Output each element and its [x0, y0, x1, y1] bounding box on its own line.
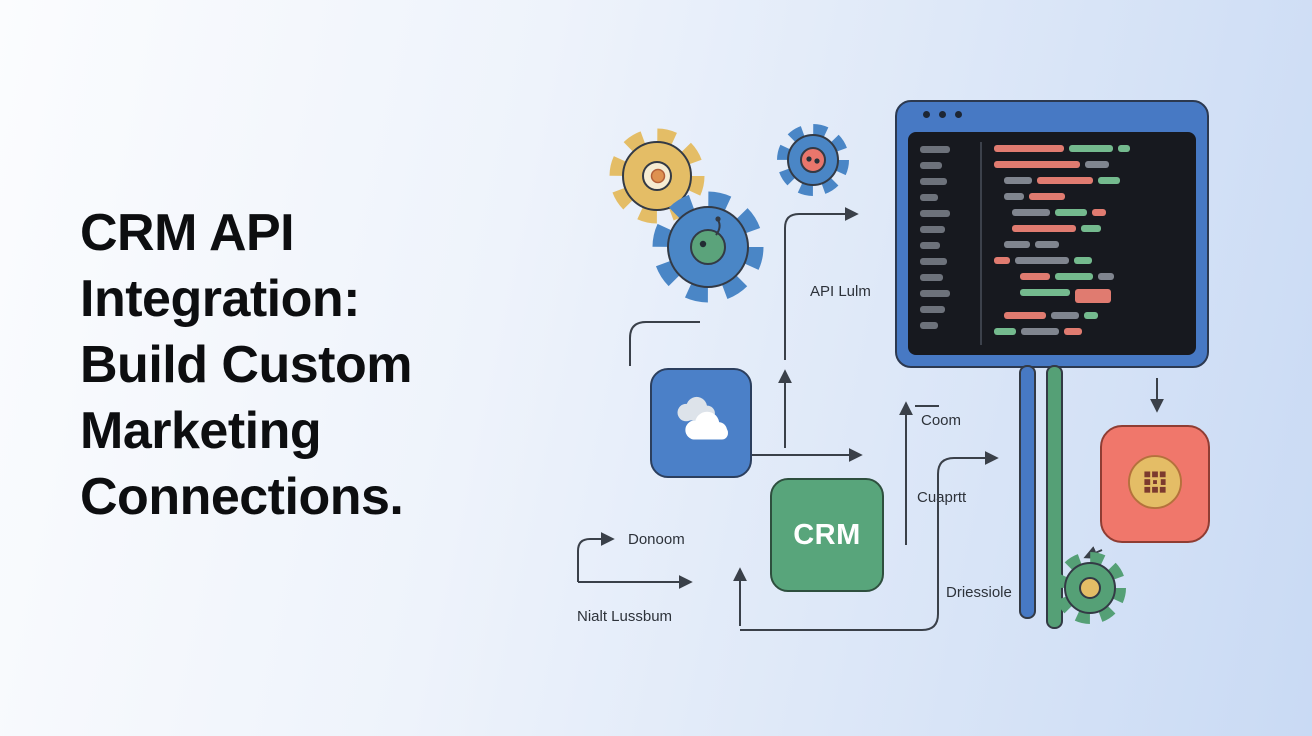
code-token-bar [1098, 177, 1120, 184]
code-token-bar [1004, 193, 1024, 200]
gutter-bar [920, 322, 938, 329]
cloud-icon [677, 396, 728, 440]
window-dot [923, 111, 930, 118]
code-token-bar [1118, 145, 1130, 152]
label-cuaprtt: Cuaprtt [917, 489, 967, 506]
headline-line: CRM API [80, 204, 295, 262]
crm-box: CRM [770, 478, 884, 592]
code-line [1004, 177, 1188, 184]
cable-leg-blue [1019, 365, 1036, 619]
gutter-bar [920, 242, 940, 249]
code-line [1004, 241, 1188, 248]
code-token-bar [1004, 177, 1032, 184]
code-token-bar [1092, 209, 1106, 216]
code-line [1012, 209, 1188, 216]
gutter-bar [920, 146, 950, 153]
code-token-bar [1004, 312, 1046, 319]
pixel-chip-icon [1128, 455, 1182, 510]
code-token-bar [994, 161, 1080, 168]
label-donoom: Donoom [628, 531, 685, 548]
code-lines [982, 132, 1196, 355]
window-dots-icon [923, 111, 962, 118]
code-token-bar [1015, 257, 1069, 264]
code-token-bar [1012, 209, 1050, 216]
gutter-bar [920, 210, 950, 217]
cloud-service-box [650, 368, 752, 478]
code-line [994, 328, 1188, 335]
gutter-bar [920, 162, 942, 169]
code-token-bar [1081, 225, 1101, 232]
chip-box [1100, 425, 1210, 543]
gutter-bar [920, 226, 945, 233]
code-token-bar [994, 257, 1010, 264]
code-token-bar [1020, 289, 1070, 296]
code-token-bar [1064, 328, 1082, 335]
code-panel [908, 132, 1196, 355]
connector [577, 532, 615, 582]
window-dot [939, 111, 946, 118]
code-token-bar [1055, 209, 1087, 216]
code-token-bar [1021, 328, 1059, 335]
code-line [994, 145, 1188, 152]
code-line [994, 161, 1188, 168]
label-api: API Lulm [810, 283, 871, 300]
connector [1083, 546, 1103, 559]
code-gutter [908, 132, 980, 355]
gutter-bar [920, 194, 938, 201]
code-line [1004, 193, 1188, 200]
code-token-bar [1098, 273, 1114, 280]
label-coom: Coom [921, 412, 962, 429]
crm-box-label: CRM [793, 518, 861, 551]
code-token-bar [1051, 312, 1079, 319]
code-token-bar [1075, 289, 1111, 303]
page-title: CRM API Integration: Build Custom Market… [80, 200, 412, 530]
headline-line: Build Custom [80, 336, 412, 394]
code-line [1004, 312, 1188, 319]
gutter-bar [920, 290, 950, 297]
code-token-bar [1004, 241, 1030, 248]
gutter-bar [920, 178, 947, 185]
code-token-bar [994, 328, 1016, 335]
code-token-bar [1074, 257, 1092, 264]
code-token-bar [1069, 145, 1113, 152]
headline-line: Connections. [80, 468, 404, 526]
cable-leg-green [1046, 365, 1063, 629]
gear-icon-blue-small [777, 124, 849, 196]
window-dot [955, 111, 962, 118]
gutter-bar [920, 258, 947, 265]
label-driessiole: Driessiole [946, 584, 1012, 601]
headline-line: Integration: [80, 270, 360, 328]
connector [629, 321, 700, 366]
code-line [1020, 289, 1188, 303]
code-token-bar [1055, 273, 1093, 280]
gutter-bar [920, 274, 943, 281]
headline-line: Marketing [80, 402, 322, 460]
code-token-bar [1037, 177, 1093, 184]
code-token-bar [1012, 225, 1076, 232]
code-line [1020, 273, 1188, 280]
code-line [1012, 225, 1188, 232]
code-token-bar [1020, 273, 1050, 280]
code-line [994, 257, 1188, 264]
code-token-bar [1029, 193, 1065, 200]
gutter-bar [920, 306, 945, 313]
code-token-bar [994, 145, 1064, 152]
gear-icon-green [1054, 552, 1126, 624]
label-nialt-lussbum: Nialt Lussbum [577, 608, 673, 625]
code-token-bar [1035, 241, 1059, 248]
code-editor-window [895, 100, 1209, 368]
gear-icon-yellow [609, 128, 705, 224]
gear-icon-blue-large [652, 191, 764, 303]
code-token-bar [1084, 312, 1098, 319]
code-token-bar [1085, 161, 1109, 168]
code-divider [980, 142, 982, 345]
